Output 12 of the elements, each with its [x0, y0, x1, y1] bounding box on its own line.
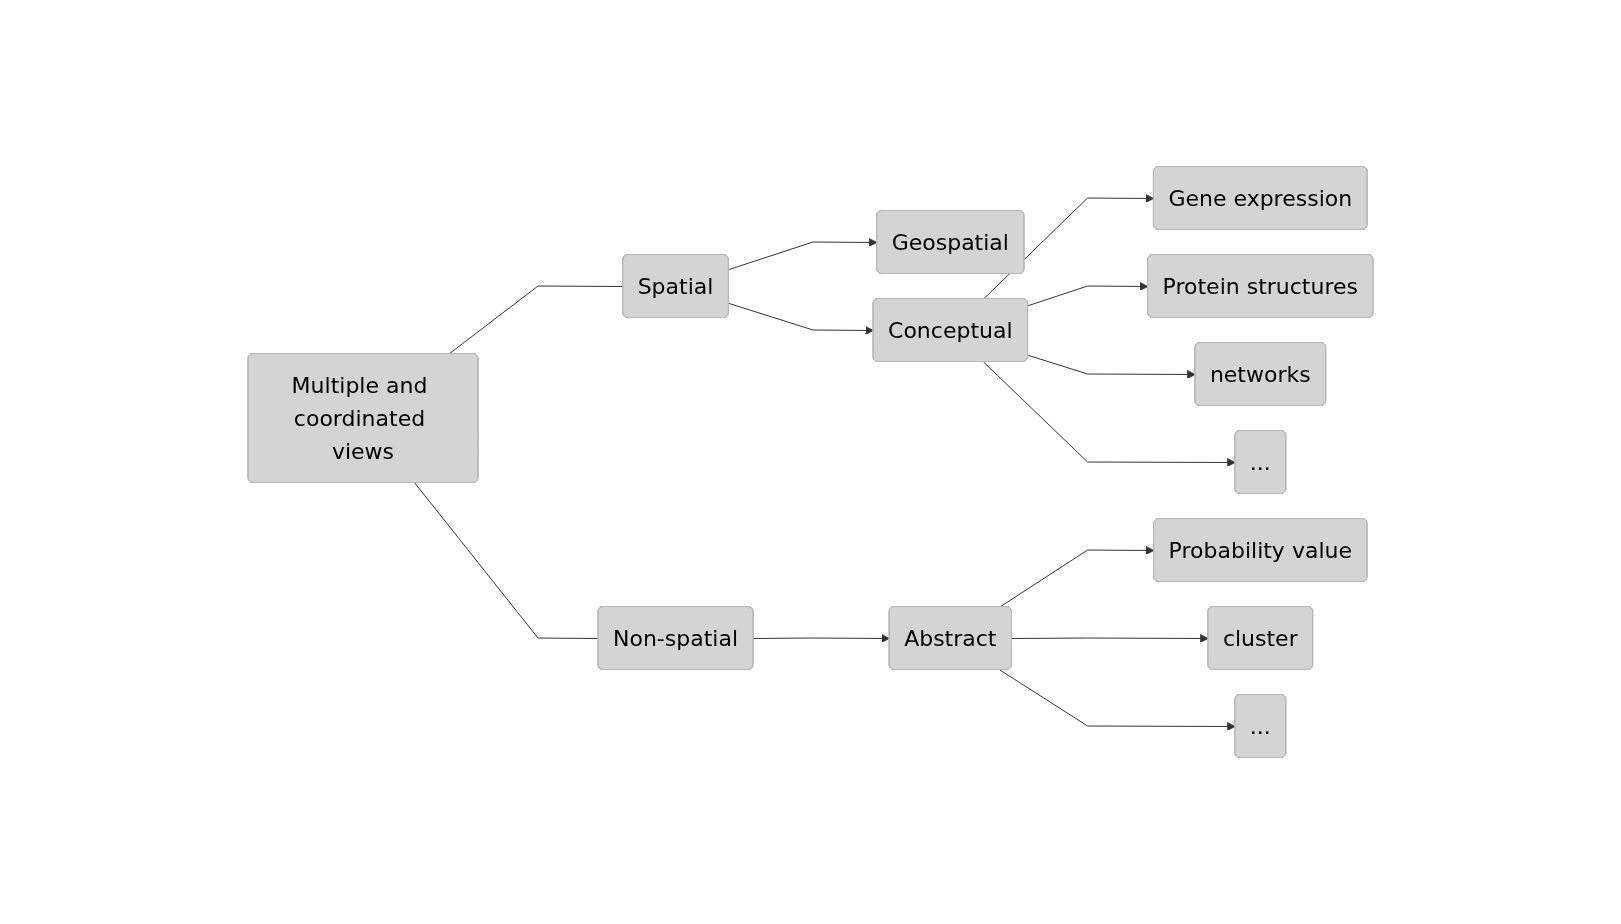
connector [448, 285, 624, 355]
arrow [999, 669, 1236, 731]
arrow [999, 546, 1155, 608]
arrow [983, 194, 1155, 300]
arrow [1027, 282, 1149, 307]
arrow [753, 634, 891, 643]
arrow [1011, 634, 1209, 643]
arrow [728, 238, 878, 271]
arrow [983, 361, 1236, 467]
arrow [728, 302, 874, 335]
connector [414, 482, 599, 639]
arrow [1027, 354, 1196, 379]
